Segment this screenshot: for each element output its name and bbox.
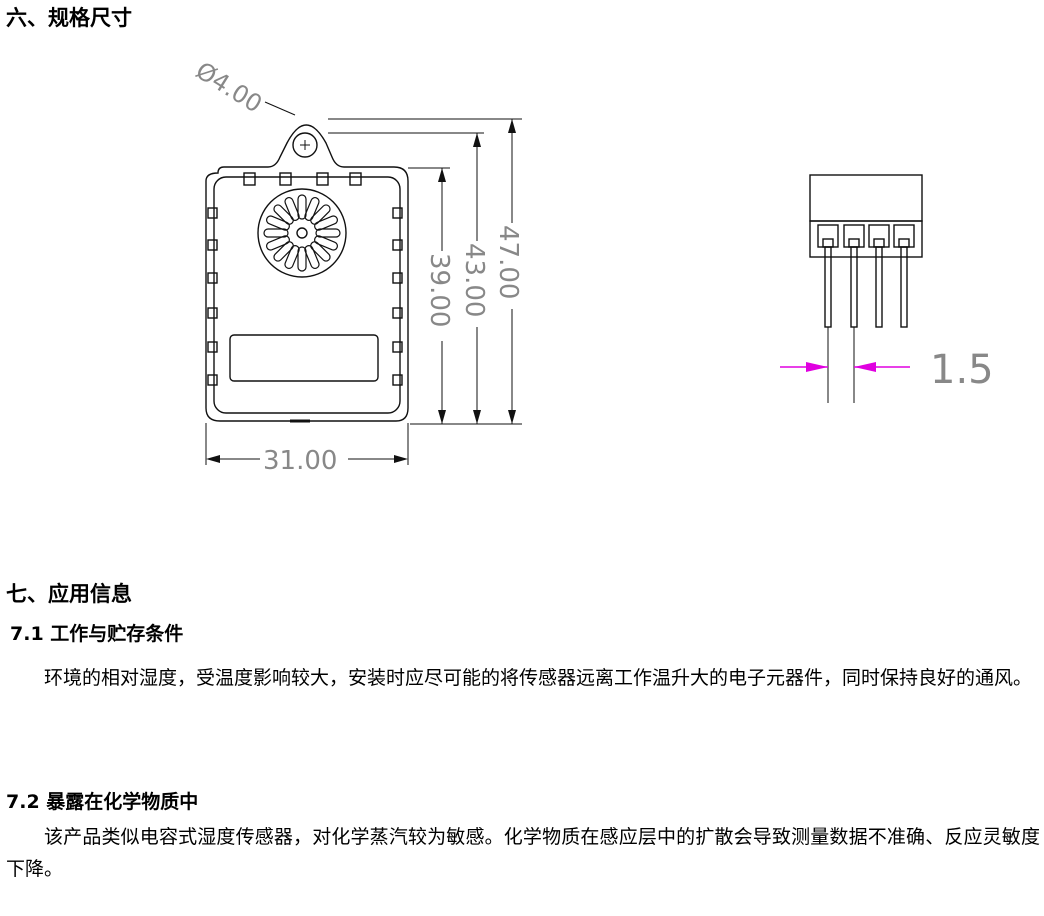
pin-sockets	[817, 224, 915, 248]
subsection-7-1-number: 7.1	[10, 623, 44, 645]
subsection-7-2-text: 该产品类似电容式湿度传感器，对化学蒸汽较为敏感。化学物质在感应层中的扩散会导致测…	[6, 826, 1040, 880]
right-pads	[392, 207, 403, 386]
subsection-7-1-text: 环境的相对湿度，受温度影响较大，安装时应尽可能的将传感器远离工作温升大的电子元器…	[44, 667, 1033, 689]
subsection-7-2-heading: 7.2 暴露在化学物质中	[6, 787, 198, 814]
sensor-body-outline	[205, 124, 409, 422]
dim-31-label: 31.00	[263, 446, 337, 476]
section-7-title: 七、应用信息	[6, 582, 132, 606]
dim-43-label: 43.00	[459, 243, 489, 317]
subsection-7-2-title: 暴露在化学物质中	[46, 791, 199, 813]
dim-47-label: 47.00	[493, 225, 523, 299]
vent-grille	[257, 188, 347, 278]
section-6-title: 六、规格尺寸	[6, 6, 132, 30]
pin-header-body	[809, 174, 923, 222]
subsection-7-1-heading: 7.1 工作与贮存条件	[10, 619, 183, 646]
subsection-7-2-number: 7.2	[6, 791, 40, 813]
label-window	[229, 334, 379, 382]
subsection-7-1-title: 工作与贮存条件	[50, 623, 184, 645]
left-pads	[207, 207, 218, 386]
pitch-dimension-arrows	[780, 362, 910, 372]
mounting-hole	[292, 132, 318, 158]
pin-side-view-drawing: 1.5	[780, 174, 994, 403]
top-pads	[243, 172, 362, 186]
sensor-dimension-drawing: Ø4.00 47.00 43.00 39.00 31.00	[191, 56, 523, 476]
pins	[824, 246, 908, 328]
dim-pitch-label: 1.5	[930, 347, 994, 393]
dim-39-label: 39.00	[424, 253, 454, 327]
dim-hole-label: Ø4.00	[191, 56, 267, 118]
